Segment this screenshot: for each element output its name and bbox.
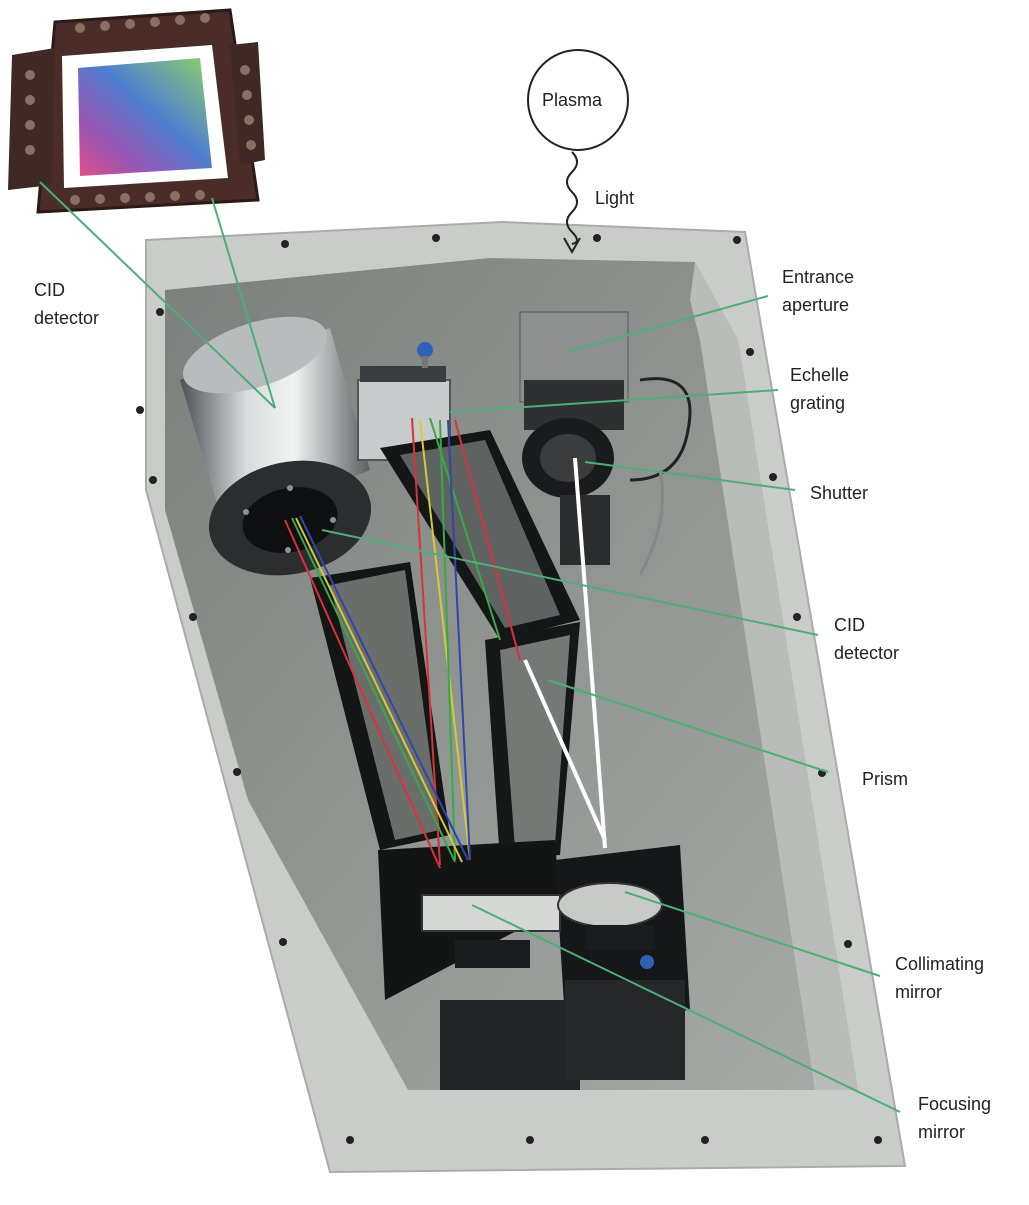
shutter-label-line1: Shutter <box>810 483 869 503</box>
entrance-shutter-assembly <box>519 311 692 576</box>
leader-cid-chip-b <box>211 197 276 409</box>
light-arrow <box>563 151 581 255</box>
cid-detector-chip-label-line1: CID <box>34 280 65 300</box>
light-rays <box>284 417 607 869</box>
collimating-mirror-label-line1: Collimating <box>895 954 985 974</box>
focusing-mirror-label-line1: Focusing <box>918 1094 992 1114</box>
entrance-aperture-label: Entrance aperture <box>782 263 854 319</box>
collimating-mirror-label: Collimating mirror <box>895 950 984 1006</box>
leader-shutter <box>584 461 796 491</box>
light-label: Light <box>595 188 635 208</box>
leader-cid-detector <box>321 529 819 636</box>
leader-entrance-aperture <box>566 295 769 353</box>
prism-label-line1: Prism <box>862 769 908 789</box>
collimating-mirror-mount <box>557 882 685 1080</box>
cid-detector-label-line2: detector <box>834 643 900 663</box>
collimating-mirror-label-line2: mirror <box>895 982 942 1002</box>
cid-detector-label: CID detector <box>834 611 899 667</box>
leader-cid-chip-a <box>39 181 276 409</box>
leader-lines <box>39 181 901 1113</box>
prism-label: Prism <box>862 765 908 793</box>
focusing-mirror-label-line2: mirror <box>918 1122 965 1142</box>
shutter-label: Shutter <box>810 479 868 507</box>
echelle-grating-label-line2: grating <box>790 393 846 413</box>
cid-detector-chip-image <box>8 8 265 214</box>
cid-detector-label-line1: CID <box>834 615 865 635</box>
leader-echelle-grating <box>449 389 779 413</box>
plasma-label: Plasma <box>542 90 603 110</box>
focusing-mirror-label: Focusing mirror <box>918 1090 991 1146</box>
entrance-aperture-label-line2: aperture <box>782 295 850 315</box>
echelle-grating-label-line1: Echelle <box>790 365 850 385</box>
entrance-aperture-label-line1: Entrance <box>782 267 855 287</box>
leader-focusing-mirror <box>471 904 901 1113</box>
cid-detector-housing <box>180 316 372 576</box>
cid-detector-chip-label: CID detector <box>34 276 99 332</box>
cid-detector-chip-label-line2: detector <box>34 308 100 328</box>
focusing-mirror-mount <box>421 894 580 1090</box>
echelle-grating-label: Echelle grating <box>790 361 849 417</box>
plasma-source <box>527 49 629 151</box>
leader-prism <box>547 679 829 773</box>
leader-collimating-mirror <box>624 891 881 977</box>
